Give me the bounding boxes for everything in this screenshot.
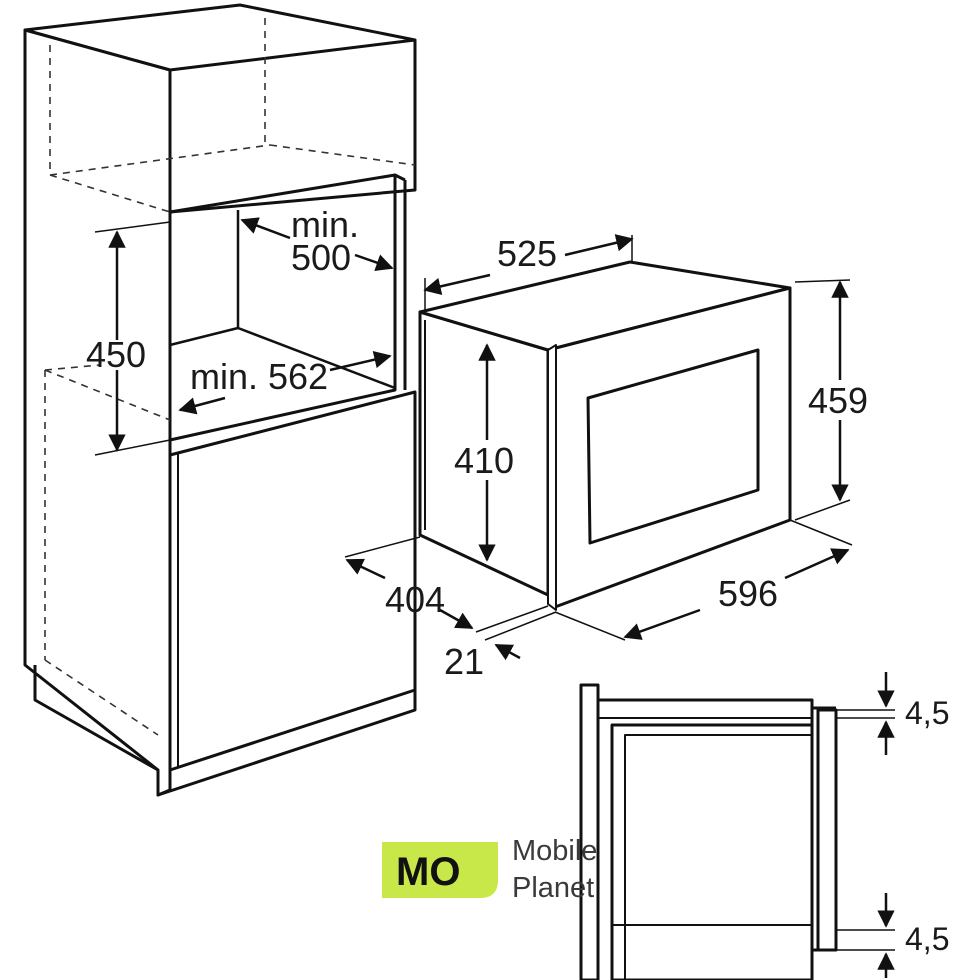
section-gap-arrows: [836, 672, 895, 978]
logo-line2: Planet: [512, 872, 594, 904]
niche-depth-label-min: min.: [291, 204, 359, 245]
niche-dimension-arrows: [94, 217, 394, 456]
appliance-dimension-arrows: [344, 234, 853, 661]
appliance-body-depth-label: 404: [385, 579, 445, 620]
front-panel-thickness-label: 21: [444, 641, 484, 682]
logo-line1: Mobile: [512, 835, 597, 867]
kitchen-cabinet: [23, 3, 417, 797]
niche-height-label: 450: [86, 334, 146, 375]
niche-depth-label-value: 500: [291, 237, 351, 278]
appliance-depth-label: 525: [497, 233, 557, 274]
logo-badge: [382, 842, 498, 898]
appliance-front-height-label: 459: [808, 380, 868, 421]
niche-width-label: min. 562: [190, 356, 328, 397]
appliance-isometric: [418, 260, 792, 611]
logo-mark: MO: [396, 850, 460, 894]
appliance-body-height-label: 410: [454, 440, 514, 481]
cabinet-hidden-lines: [44, 18, 416, 736]
appliance-width-label: 596: [718, 573, 778, 614]
mobile-planet-logo: MO Mobile Planet: [382, 835, 597, 904]
gap-top-label: 4,5: [905, 695, 949, 731]
section-detail: [579, 683, 838, 980]
gap-bottom-label: 4,5: [905, 921, 949, 957]
